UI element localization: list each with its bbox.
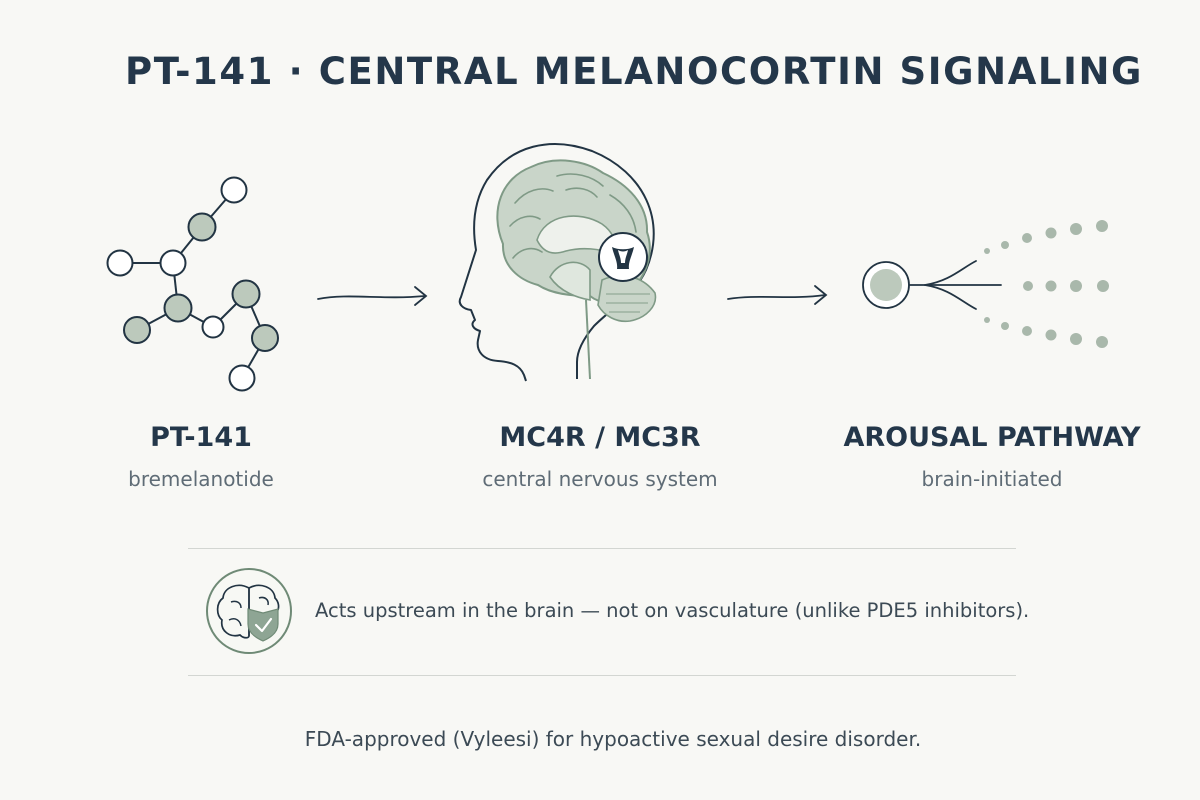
pt141-sublabel: bremelanotide [128,467,274,491]
arrow-right-icon [317,286,428,306]
page-title: PT-141 · CENTRAL MELANOCORTIN SIGNALING [124,50,1144,93]
divider [188,675,1016,676]
arousal-pathway-label: AROUSAL PATHWAY [843,422,1141,453]
receptor-label: MC4R / MC3R [499,422,701,453]
footer-note: FDA-approved (Vyleesi) for hypoactive se… [304,727,922,751]
arousal-pathway-sublabel: brain-initiated [921,467,1063,491]
arrow-right-icon [727,285,828,305]
molecule-icon [106,176,279,392]
brain-shield-icon [206,568,292,654]
divider [188,548,1016,549]
receptor-sublabel: central nervous system [482,467,718,491]
brain-head-icon [458,143,657,382]
pt141-label: PT-141 [150,422,252,453]
mechanism-note: Acts upstream in the brain — not on vasc… [315,599,1030,622]
signal-spread-icon [862,220,1109,348]
